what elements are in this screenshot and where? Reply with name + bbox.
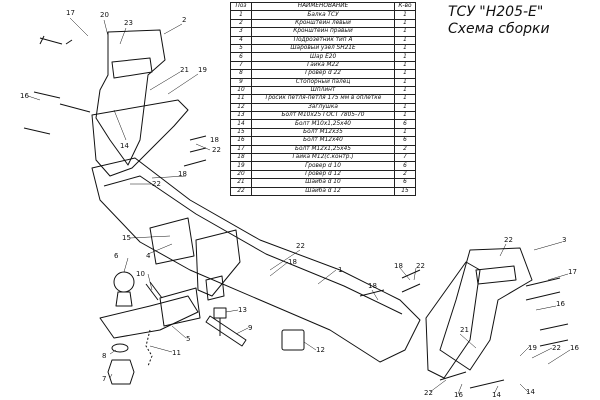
callout-label: 18 <box>288 258 297 266</box>
callout-label: 23 <box>124 19 133 27</box>
callout-label: 18 <box>368 282 377 290</box>
left-bracket <box>95 29 166 166</box>
receiver-slot <box>205 275 225 301</box>
receiver-block <box>195 229 241 297</box>
right-bracket <box>439 247 533 371</box>
washer-d22 <box>111 343 129 353</box>
row-quantity: 15 <box>394 186 416 197</box>
callout-label: 22 <box>152 180 161 188</box>
callout-label: 22 <box>416 262 425 270</box>
drawing-title: ТСУ "Н205-Е" Схема сборки <box>448 4 598 38</box>
callout-label: 9 <box>248 324 252 332</box>
callout-label: 16 <box>570 344 579 352</box>
leader-lines <box>27 17 571 395</box>
callout-label: 4 <box>146 252 151 260</box>
ball-mount-shank <box>159 287 201 327</box>
callout-label: 16 <box>454 391 463 399</box>
fastener-group-left-top <box>23 35 91 135</box>
callout-label: 14 <box>120 142 129 150</box>
fastener-group-left-mid <box>183 135 207 167</box>
callout-label: 18 <box>394 262 403 270</box>
plug-cap <box>281 329 305 351</box>
left-bracket-flange <box>111 57 153 79</box>
callout-label: 16 <box>556 300 565 308</box>
title-line-1: ТСУ "Н205-Е" <box>448 4 544 20</box>
bolt-m10x25 <box>213 307 227 336</box>
callout-label: 18 <box>210 136 219 144</box>
callout-label: 13 <box>238 306 247 314</box>
callout-label: 8 <box>102 352 106 360</box>
callout-label: 22 <box>504 236 513 244</box>
safety-cable <box>145 329 153 367</box>
callout-label: 17 <box>568 268 577 276</box>
callout-label: 7 <box>102 375 106 383</box>
callout-label: 3 <box>562 236 566 244</box>
title-line-2: Схема сборки <box>448 21 550 37</box>
tow-ball <box>113 271 135 293</box>
callout-label: 22 <box>296 242 305 250</box>
fastener-group-beam <box>359 269 421 297</box>
callout-label: 6 <box>114 252 119 260</box>
callout-label: 20 <box>100 11 109 19</box>
fastener-group-right <box>439 277 569 389</box>
socket-plate <box>149 217 195 265</box>
callout-label: 2 <box>182 16 186 24</box>
callout-label: 19 <box>528 344 537 352</box>
callout-label: 22 <box>424 389 433 397</box>
callout-label: 21 <box>180 66 189 74</box>
left-side-plate <box>91 99 189 177</box>
tow-ball-neck <box>115 291 133 307</box>
callout-label: 1 <box>338 266 342 274</box>
callout-label: 12 <box>316 346 325 354</box>
callout-label: 16 <box>20 92 29 100</box>
callout-label: 22 <box>212 146 221 154</box>
right-side-plate <box>425 261 481 379</box>
tow-beam <box>91 157 421 363</box>
cotter-pin <box>145 281 163 301</box>
callout-label: 14 <box>526 388 535 396</box>
callout-label: 19 <box>198 66 207 74</box>
callout-label: 14 <box>492 391 501 399</box>
callout-label: 5 <box>186 335 190 343</box>
callout-label: 15 <box>122 234 131 242</box>
right-bracket-flange <box>475 265 517 285</box>
callout-label: 11 <box>172 349 181 357</box>
callout-label: 21 <box>460 326 469 334</box>
callout-label: 18 <box>178 170 187 178</box>
callout-label: 10 <box>136 270 145 278</box>
nut-m22 <box>107 359 135 385</box>
tow-beam-inner <box>103 175 403 315</box>
ball-mount <box>99 295 199 339</box>
callout-label: 22 <box>552 344 561 352</box>
locking-pin <box>205 315 247 347</box>
callout-label: 17 <box>66 9 75 17</box>
